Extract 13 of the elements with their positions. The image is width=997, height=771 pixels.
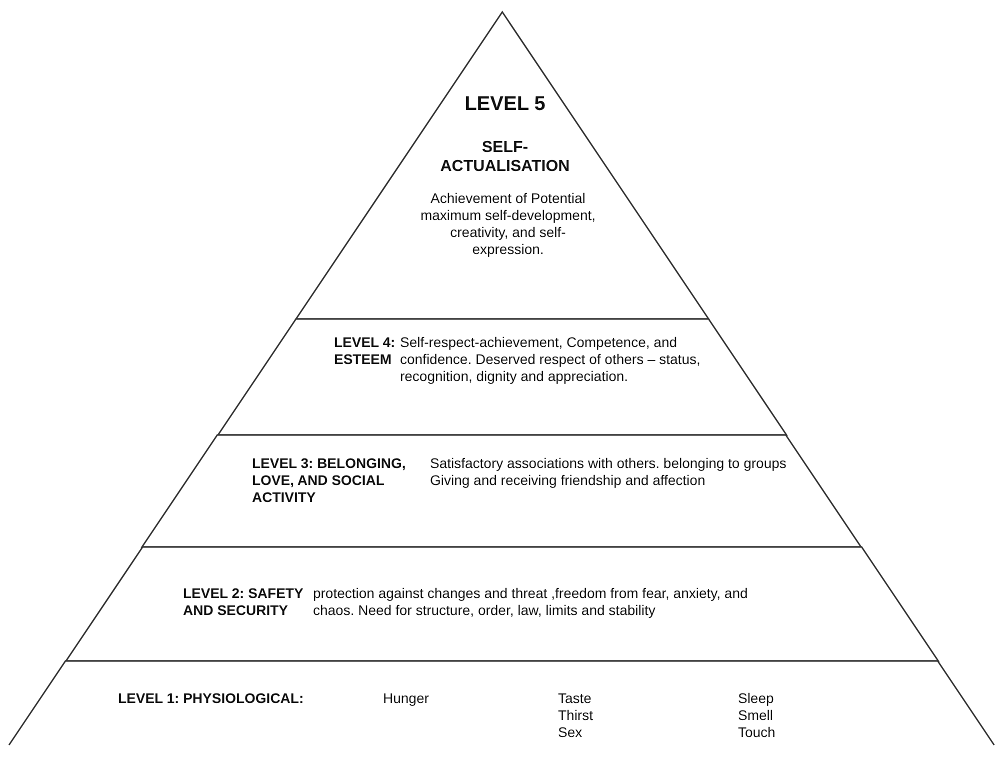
level-description: protection against changes and threat ,freedom from fear, anxiety, and chaos. Need for structure, order, law, limits and stability [312,585,749,619]
level-description: Self-respect-achievement, Competence, and confidence. Deserved respect of others – status, recognition, dignity and appreciation. [400,334,702,385]
level-description: Achievement of Potential maximum self-development, creativity, and self-expression. [419,190,597,258]
need-list: Sleep Smell Touch [738,690,798,741]
level-heading: LEVEL 4: ESTEEM [334,334,396,368]
level-heading: LEVEL 2: SAFETY AND SECURITY [182,585,304,619]
level-heading: LEVEL 3: BELONGING, LOVE, AND SOCIAL ACTIVITY [252,455,407,506]
level-heading: SELF-ACTUALISATION [439,138,571,176]
level-heading: LEVEL 5 [464,92,546,116]
level-description: Satisfactory associations with others. belonging to groups Giving and receiving friendship and affection [430,455,788,489]
level-heading: LEVEL 1: PHYSIOLOGICAL: [118,690,305,707]
need-list: Taste Thirst Sex [558,690,618,741]
need-list: Hunger [382,690,463,707]
